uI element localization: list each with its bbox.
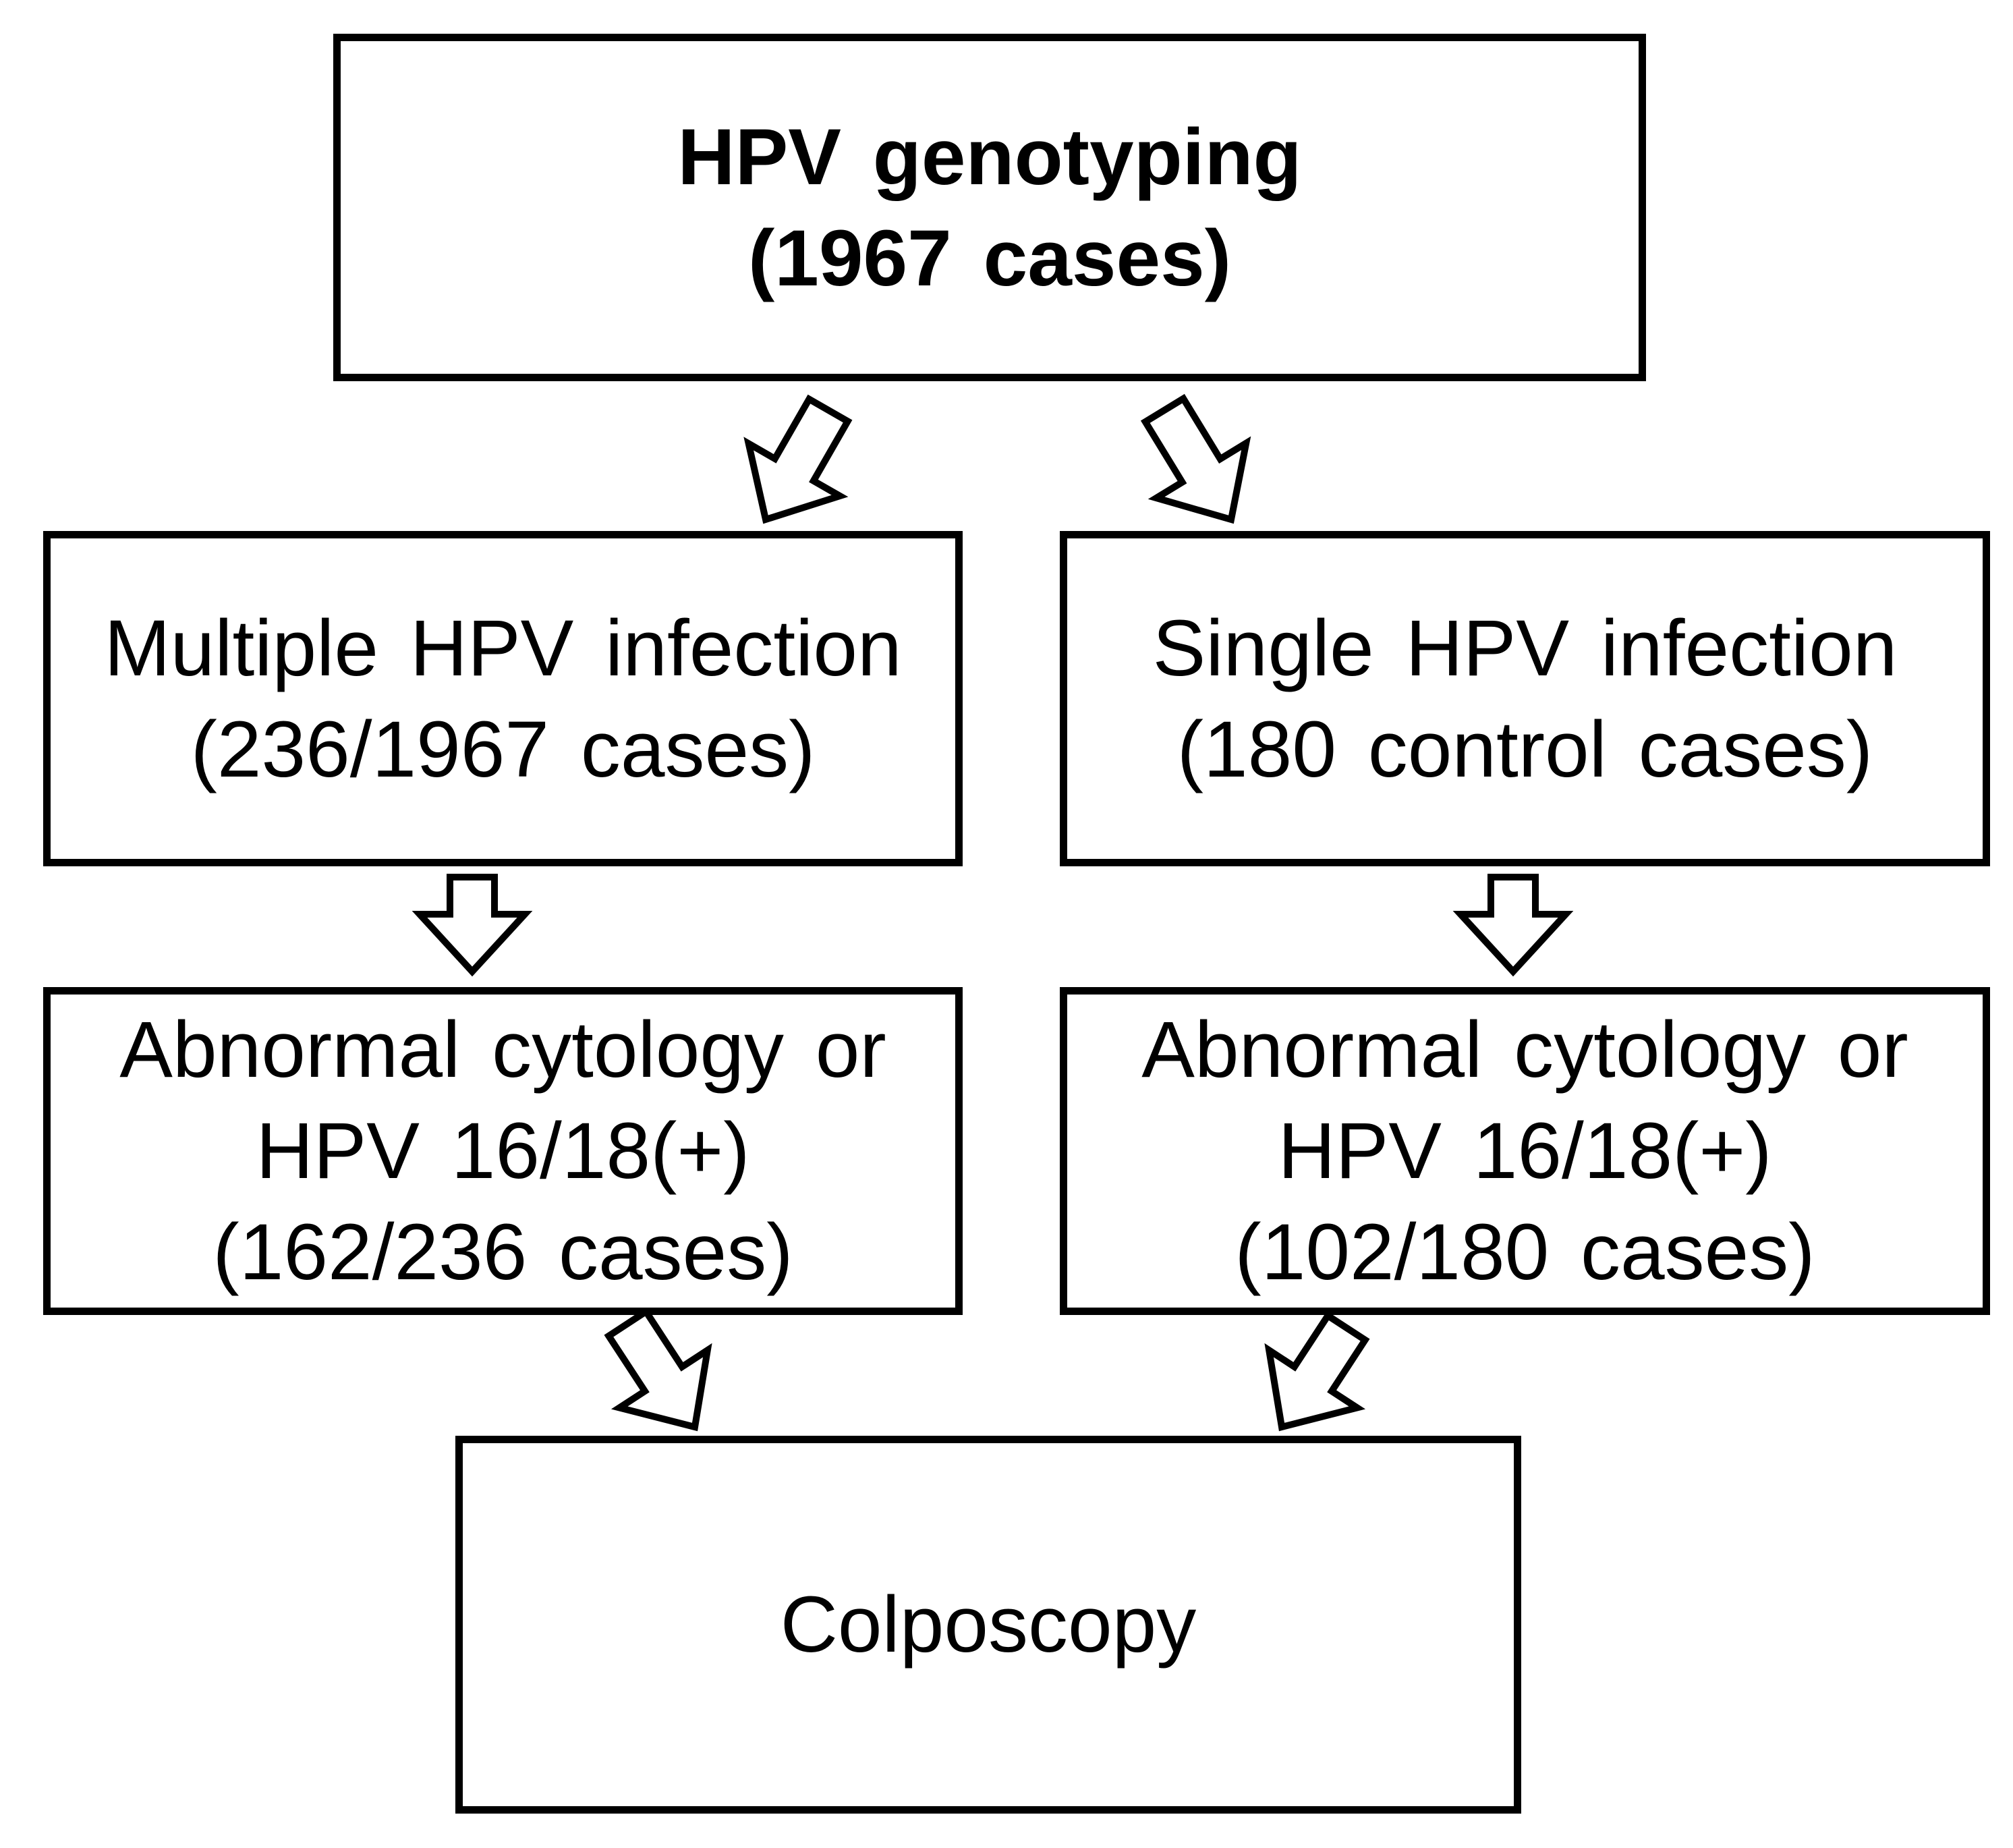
node-line: (236/1967 cases) — [190, 704, 816, 794]
arrow-genotyping-to-single — [1140, 393, 1251, 524]
node-line: Colposcopy — [780, 1580, 1197, 1669]
arrow-abnormal-left-to-colposcopy — [604, 1306, 712, 1432]
node-colposcopy: Colposcopy — [455, 1436, 1521, 1814]
node-line: (162/236 cases) — [212, 1208, 793, 1297]
node-line: (102/180 cases) — [1235, 1208, 1815, 1297]
node-line: Abnormal cytology or — [1141, 1005, 1908, 1094]
arrow-multiple-to-abnormal-left — [412, 874, 533, 977]
node-line: Multiple HPV infection — [104, 603, 902, 693]
node-line: (180 control cases) — [1176, 704, 1873, 794]
node-single-hpv-infection: Single HPV infection (180 control cases) — [1060, 531, 1990, 866]
arrow-single-to-abnormal-right — [1452, 874, 1574, 977]
arrow-layer — [412, 393, 1574, 1432]
node-multiple-hpv-infection: Multiple HPV infection (236/1967 cases) — [43, 531, 963, 866]
node-hpv-genotyping: HPV genotyping (1967 cases) — [333, 34, 1646, 381]
node-line: HPV 16/18(+) — [256, 1107, 750, 1196]
node-line: HPV genotyping — [677, 112, 1302, 202]
node-line: Single HPV infection — [1152, 603, 1898, 693]
node-line: (1967 cases) — [747, 213, 1231, 303]
arrow-abnormal-right-to-colposcopy — [1264, 1311, 1370, 1432]
node-line: HPV 16/18(+) — [1278, 1107, 1772, 1196]
node-abnormal-cytology-right: Abnormal cytology or HPV 16/18(+) (102/1… — [1060, 987, 1990, 1315]
node-abnormal-cytology-left: Abnormal cytology or HPV 16/18(+) (162/2… — [43, 987, 963, 1315]
node-line: Abnormal cytology or — [119, 1005, 886, 1094]
arrow-genotyping-to-multiple — [743, 394, 853, 524]
